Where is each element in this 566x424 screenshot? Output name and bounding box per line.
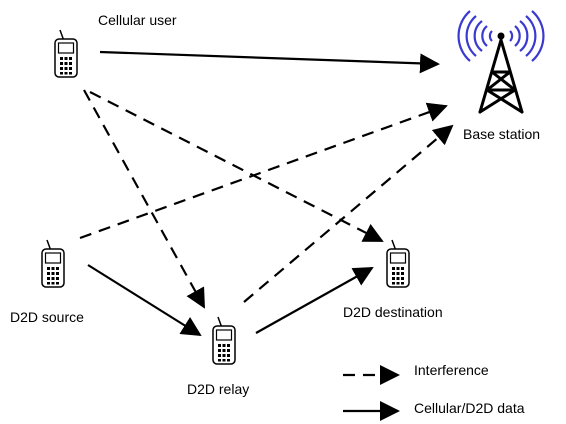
radio-waves bbox=[457, 10, 545, 62]
legend-interference-label: Interference bbox=[414, 362, 489, 378]
mobile-phone-icon bbox=[386, 239, 410, 288]
interference-source-to-base bbox=[79, 102, 448, 240]
mobile-phone-icon bbox=[41, 239, 65, 288]
links bbox=[79, 50, 454, 337]
radio-tower-icon bbox=[457, 10, 545, 114]
legend-data-label: Cellular/D2D data bbox=[414, 400, 525, 416]
d2d-source-label: D2D source bbox=[10, 309, 84, 325]
mobile-phone-icon bbox=[212, 316, 236, 365]
legend-interference: Interference bbox=[343, 362, 489, 385]
d2d-source-node: D2D source bbox=[10, 239, 84, 325]
legend: Interference Cellular/D2D data bbox=[343, 362, 525, 421]
d2d-destination-node: D2D destination bbox=[343, 239, 443, 320]
data-link-relay-to-destination bbox=[255, 267, 374, 334]
cellular-user-node: Cellular user bbox=[54, 12, 177, 78]
mobile-phone-icon bbox=[54, 29, 78, 78]
interference-user-to-relay bbox=[83, 89, 205, 309]
legend-data: Cellular/D2D data bbox=[343, 400, 525, 421]
interference-user-to-destination bbox=[89, 91, 384, 242]
base-station-label: Base station bbox=[463, 126, 540, 142]
d2d-destination-label: D2D destination bbox=[343, 304, 443, 320]
data-link-user-to-base bbox=[99, 50, 440, 74]
base-station-node: Base station bbox=[457, 10, 545, 142]
interference-relay-to-base bbox=[243, 124, 454, 303]
data-link-source-to-relay bbox=[87, 264, 202, 337]
d2d-relay-node: D2D relay bbox=[187, 316, 249, 397]
cellular-user-label: Cellular user bbox=[98, 12, 177, 28]
d2d-relay-label: D2D relay bbox=[187, 381, 249, 397]
